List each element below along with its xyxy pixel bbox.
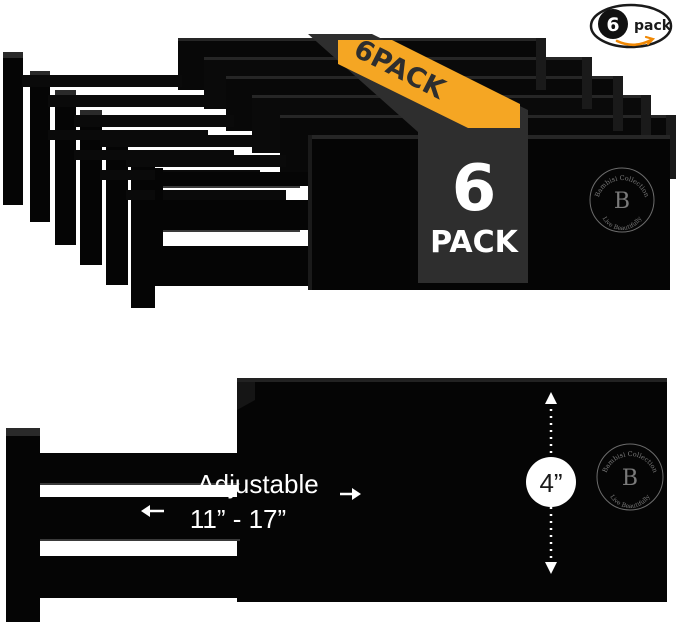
single-divider: Adjustable 11” - 17” 4” B Bambisi Collec… [6,378,667,622]
arm-end-cap [6,432,40,622]
seal-monogram: B [622,466,638,491]
divider-stack: B Bambisi Collection Live Beautifully 6P… [3,34,676,308]
packaging-sleeve: 6PACK 6 PACK [308,34,528,283]
front-arm-frame [155,172,312,186]
arrow-left-icon [141,505,164,517]
sleeve-orange-band [338,40,520,128]
height-label: 4” [539,468,562,498]
height-label-circle [526,457,576,507]
sleeve-number: 6 [452,152,497,226]
divider-end-cap [3,55,23,205]
badge-number-circle [598,9,628,39]
badge-number: 6 [606,14,619,36]
range-label: 11” - 17” [190,504,286,534]
divider-end-cap [131,158,155,308]
adjustable-label: Adjustable [197,469,318,499]
double-arrow-vertical-icon [545,392,557,574]
smile-arrow-icon [615,38,653,47]
sleeve-word: PACK [430,225,519,260]
arrow-right-icon [340,488,361,500]
six-pack-badge: 6 pack [589,3,673,49]
seal-monogram: B [614,189,630,214]
divider-arms [3,52,312,308]
divider-body-large [237,380,667,602]
badge-label: pack [634,18,672,34]
arm-top-rail [30,453,243,483]
divider-end-cap [55,93,76,245]
divider-end-cap [30,74,50,222]
